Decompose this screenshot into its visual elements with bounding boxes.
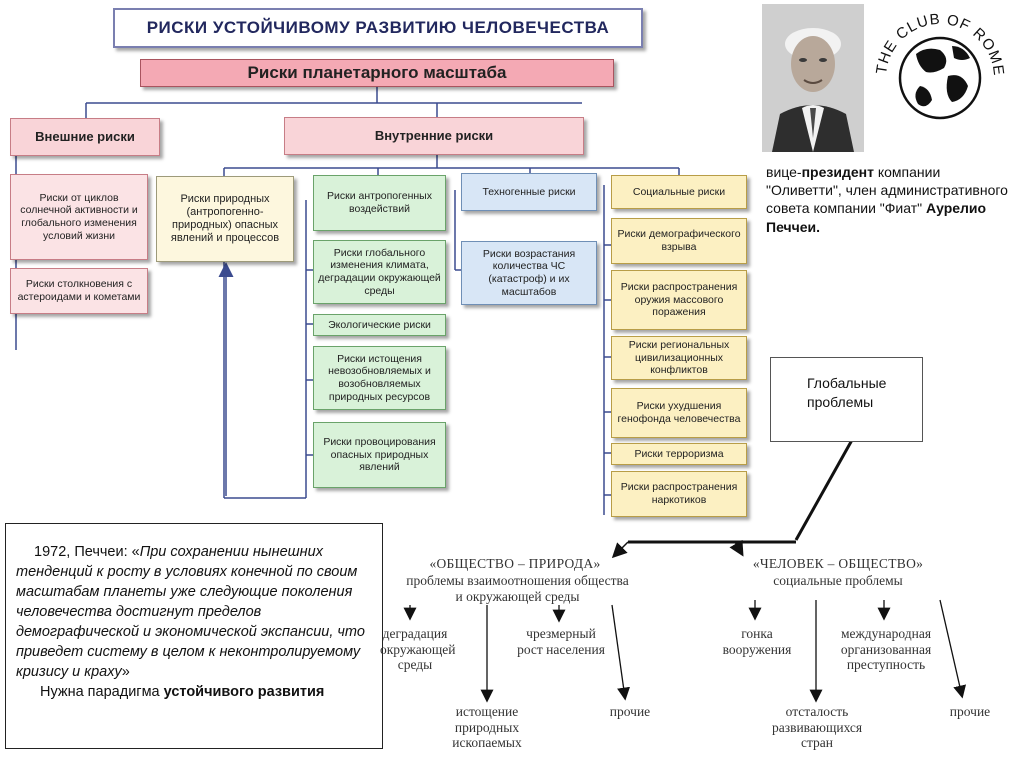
club-of-rome-logo: THE CLUB OF ROME — [864, 2, 1016, 154]
tree-leaf-underdevelopment: отсталость развивающихся стран — [772, 704, 863, 751]
diagram-title: РИСКИ УСТОЙЧИВОМУ РАЗВИТИЮ ЧЕЛОВЕЧЕСТВА — [113, 8, 643, 48]
quote-text: 1972, Печчеи: «При сохранении нынешних т… — [16, 542, 374, 682]
external-risks-box: Внешние риски — [10, 118, 160, 156]
planetary-risks-box: Риски планетарного масштаба — [140, 59, 614, 87]
anthropogenic-risk-item: Риски глобального изменения климата, дег… — [313, 240, 446, 304]
technogenic-risk-item: Риски возрастания количества ЧС (катастр… — [461, 241, 597, 305]
tree-leaf-overpopulation: чрезмерный рост населения — [517, 626, 605, 657]
paradigm-lead: Нужна парадигма — [40, 684, 164, 700]
tree-leaf-degradation: деградация окружающей среды — [380, 626, 456, 673]
quote-italic: При сохранении нынешних тенденций к рост… — [16, 544, 365, 680]
natural-risks-box: Риски природных (антропогенно-природных)… — [156, 176, 294, 262]
human-society-title: «ЧЕЛОВЕК – ОБЩЕСТВО» — [752, 556, 924, 571]
caption-part: вице- — [766, 164, 802, 180]
social-risk-item: Риски терроризма — [611, 443, 747, 465]
society-nature-title: «ОБЩЕСТВО – ПРИРОДА» — [429, 556, 601, 571]
tree-leaf-organized-crime: международная организованная преступност… — [840, 626, 932, 673]
social-risk-item: Риски распространения оружия массового п… — [611, 270, 747, 330]
portrait-photo — [762, 4, 864, 152]
social-risks-box: Социальные риски — [611, 175, 747, 209]
internal-risks-box: Внутренние риски — [284, 117, 584, 155]
anthropogenic-risks-box: Риски антропогенных воздействий — [313, 175, 446, 231]
society-nature-subtitle: проблемы взаимоотношения общества и окру… — [406, 573, 629, 604]
social-risk-item: Риски региональных цивилизационных конфл… — [611, 336, 747, 380]
technogenic-risks-box: Техногенные риски — [461, 173, 597, 211]
caption-bold: президент — [801, 164, 874, 180]
paradigm-bold: устойчивого развития — [163, 684, 325, 700]
external-risk-item: Риски от циклов солнечной активности и г… — [10, 174, 148, 260]
anthropogenic-risk-item: Риски провоцирования опасных природных я… — [313, 422, 446, 488]
tree-leaf-other-right: прочие — [949, 704, 991, 719]
global-problems-box: Глобальные проблемы — [770, 357, 923, 442]
anthropogenic-risk-item: Риски истощения невозобновляемых и возоб… — [313, 346, 446, 410]
pecchei-caption: вице-президент компании "Оливетти", член… — [766, 163, 1016, 236]
caption-part: компании "Оливетти", член административн… — [766, 164, 1008, 217]
tree-leaf-other-left: прочие — [609, 704, 651, 719]
caption-bold: Аурелио Печчеи. — [766, 200, 987, 235]
paradigm-line: Нужна парадигма устойчивого развития — [16, 682, 374, 702]
quote-lead: 1972, Печчеи: « — [34, 544, 140, 560]
social-risk-item: Риски демографического взрыва — [611, 218, 747, 264]
tree-leaf-depletion: истощение природных ископаемых — [452, 704, 522, 751]
tree-leaf-arms-race: гонка вооружения — [722, 626, 792, 657]
external-risk-item: Риски столкновения с астероидами и комет… — [10, 268, 148, 314]
social-risk-item: Риски ухудшения генофонда человечества — [611, 388, 747, 438]
quote-close: » — [121, 664, 130, 680]
human-society-subtitle: социальные проблемы — [773, 573, 903, 588]
social-risk-item: Риски распространения наркотиков — [611, 471, 747, 517]
anthropogenic-risk-item: Экологические риски — [313, 314, 446, 336]
pecchei-quote-box: 1972, Печчеи: «При сохранении нынешних т… — [5, 523, 383, 749]
